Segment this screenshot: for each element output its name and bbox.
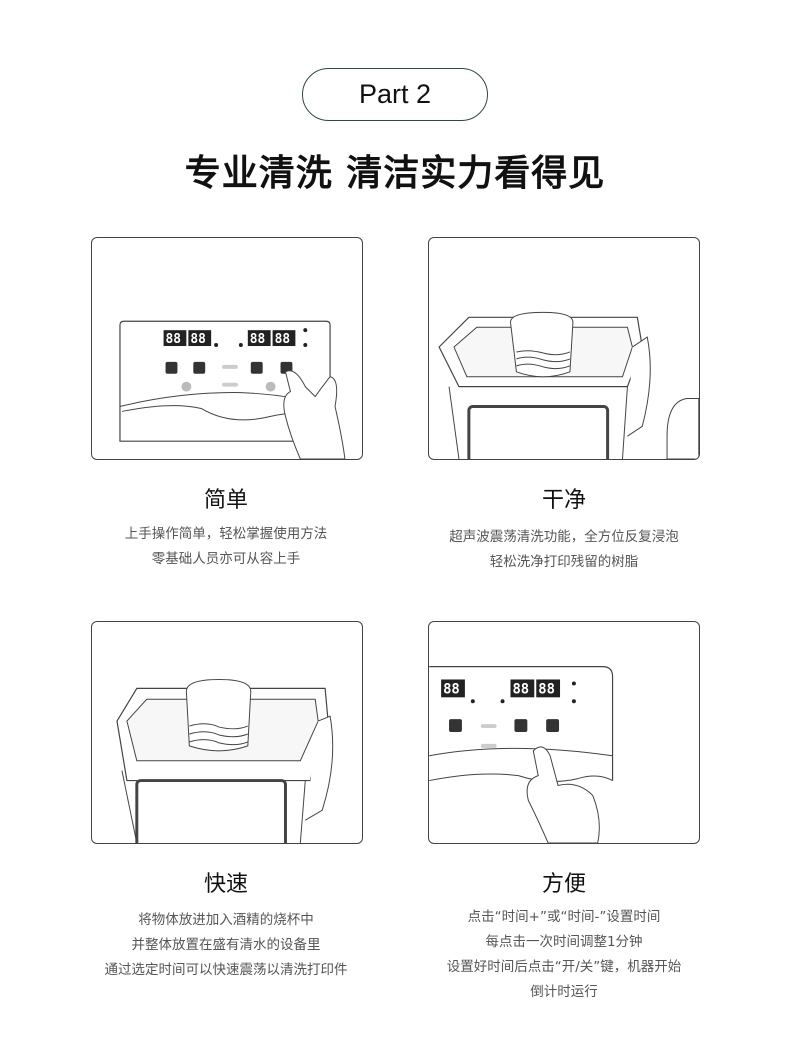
feature-caption: 点击“时间+”或“时间-”设置时间 每点击一次时间调整1分钟 设置好时间后点击“…	[384, 905, 744, 1005]
feature-title: 快速	[203, 872, 248, 897]
feature-caption: 超声波震荡清洗功能，全方位反复浸泡 轻松洗净打印残留的树脂	[384, 525, 744, 575]
caption-line: 并整体放置在盛有清水的设备里	[131, 937, 321, 953]
display-digits: 88	[250, 332, 266, 347]
caption-line: 将物体放进加入酒精的烧杯中	[138, 912, 314, 928]
caption-line: 通过选定时间可以快速震荡以清洗打印件	[104, 962, 348, 978]
display-digits: 88	[538, 681, 555, 697]
feature-title: 简单	[203, 488, 248, 513]
display-digits: 88	[275, 332, 291, 347]
caption-line: 设置好时间后点击“开/关”键，机器开始	[446, 959, 682, 975]
feature-title: 方便	[541, 872, 586, 897]
display-digits: 88	[512, 681, 529, 697]
part-label: Part 2	[302, 68, 488, 121]
caption-line: 轻松洗净打印残留的树脂	[489, 554, 639, 570]
caption-line: 超声波震荡清洗功能，全方位反复浸泡	[449, 529, 679, 545]
caption-line: 零基础人员亦可从容上手	[151, 551, 301, 567]
caption-line: 每点击一次时间调整1分钟	[485, 934, 643, 950]
illustration-tank-beaker	[428, 237, 700, 460]
display-digits: 88	[443, 681, 460, 697]
caption-line: 上手操作简单，轻松掌握使用方法	[124, 526, 328, 542]
illustration-control-panel: 88 88 88 88	[91, 237, 363, 460]
feature-title: 干净	[541, 488, 586, 513]
feature-caption: 上手操作简单，轻松掌握使用方法 零基础人员亦可从容上手	[46, 522, 406, 572]
feature-caption: 将物体放进加入酒精的烧杯中 并整体放置在盛有清水的设备里 通过选定时间可以快速震…	[46, 908, 406, 983]
illustration-timer-panel: 88 88 88	[428, 621, 700, 844]
caption-line: 点击“时间+”或“时间-”设置时间	[467, 909, 661, 925]
display-digits: 88	[190, 332, 206, 347]
caption-line: 倒计时运行	[530, 984, 598, 1000]
display-digits: 88	[166, 332, 182, 347]
page-title: 专业清洗 清洁实力看得见	[184, 153, 606, 194]
illustration-tank-fast	[91, 621, 363, 844]
